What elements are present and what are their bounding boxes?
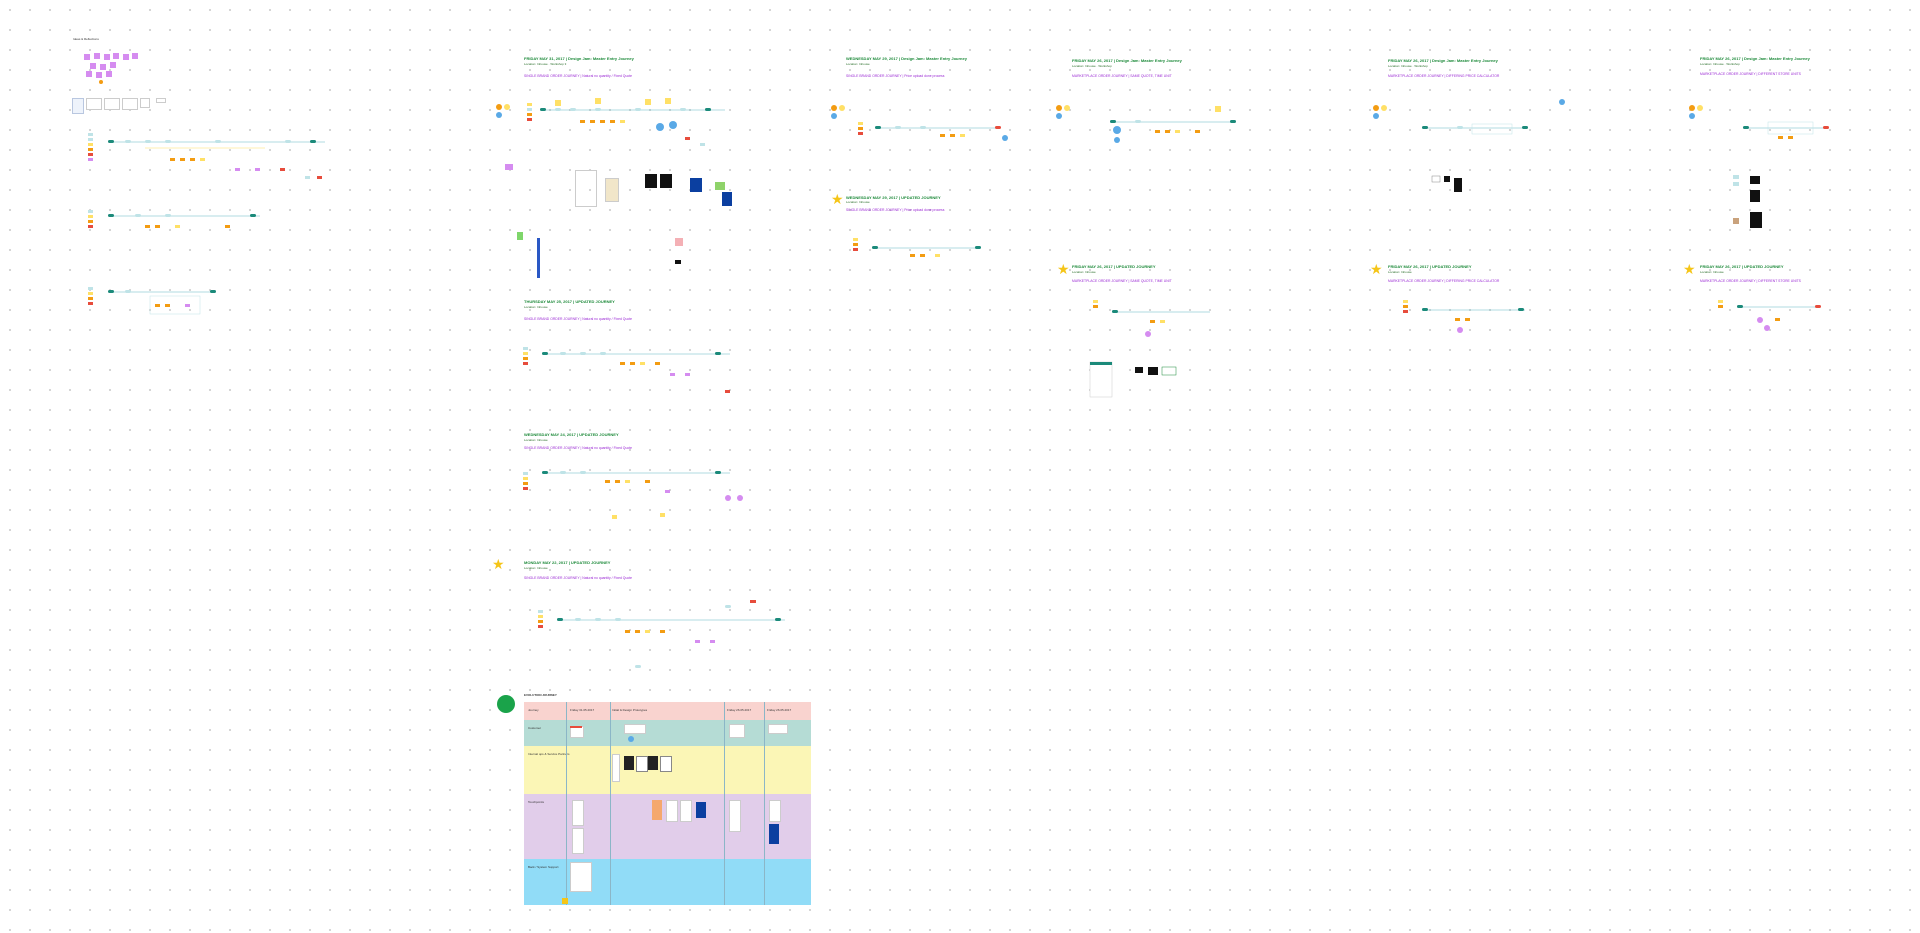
board-12-journey[interactable] [1715,292,1825,342]
evolution-badge-icon [497,695,515,713]
board-4-purple: MARKETPLACE ORDER JOURNEY | DIFFERING PR… [1388,74,1500,78]
favorite-star-icon-3[interactable]: ★ [1057,261,1070,277]
board-4-title: FRIDAY MAY 26, 2017 | Design Jam: Master… [1388,58,1498,63]
board-1-sub: Location: Inhouse · Workshop 3 [524,62,567,66]
board-11-title: FRIDAY MAY 26, 2017 | UPDATED JOURNEY [1388,264,1472,269]
board-4-journey[interactable] [1372,99,1572,195]
board-9-sub: Location: Inhouse [846,200,870,204]
board-10-purple: MARKETPLACE ORDER JOURNEY | SAME QUOTE, … [1072,279,1172,283]
board-6-title: THURSDAY MAY 25, 2017 | UPDATED JOURNEY [524,299,615,304]
col-3: Friday 26.05.2017 [727,708,752,712]
board-2-title: WEDNESDAY MAY 29, 2017 | Design Jam: Mas… [846,56,967,61]
board-8-purple: SINGLE BRAND ORDER JOURNEY | Natural no … [524,576,633,580]
board-7-sub: Location: Inhouse [524,438,548,442]
board-9-journey[interactable] [850,228,990,278]
board-3-title: FRIDAY MAY 26, 2017 | Design Jam: Master… [1072,58,1182,63]
col-journey: Journey [528,708,539,712]
lane-touchpoints-label: Touchpoints [528,800,545,804]
board-7-purple: SINGLE BRAND ORDER JOURNEY | Natural no … [524,446,633,450]
evolution-board[interactable]: Journey Friday 31.05.2017 Initial & Desi… [524,702,811,905]
board-7-title: WEDNESDAY MAY 24, 2017 | UPDATED JOURNEY [524,432,619,437]
board-5-purple: MARKETPLACE ORDER JOURNEY | DIFFERENT ST… [1700,72,1801,76]
board-8-journey[interactable] [535,595,795,685]
board-10-sub: Location: Inhouse [1072,270,1096,274]
board-3-journey[interactable] [1055,100,1255,150]
board-3-sub: Location: Inhouse · Workshop [1072,64,1112,68]
left-flow-3[interactable] [85,282,235,332]
board-7-journey[interactable] [520,460,750,530]
purple-sticky-cluster[interactable] [80,50,140,85]
board-6-journey[interactable] [520,335,740,400]
board-1-title: FRIDAY MAY 31, 2017 | Design Jam: Master… [524,56,634,61]
col-1: Friday 31.05.2017 [570,708,595,712]
favorite-star-icon-4[interactable]: ★ [1370,261,1383,277]
board-12-sub: Location: Inhouse [1700,270,1724,274]
board-5-sub: Location: Inhouse · Workshop [1700,62,1740,66]
lane-backsupport-label: Back / System Support [528,865,559,869]
board-2-journey[interactable] [830,98,1010,153]
lane-customer-label: Customer [528,726,542,730]
evolution-header-row: Journey Friday 31.05.2017 Initial & Desi… [524,702,811,720]
left-flow-1[interactable] [85,128,345,188]
ideas-title: Ideas & Reflections [73,37,99,41]
evolution-title: EVOLUTION JOURNEY [524,693,557,697]
board-4-sub: Location: Inhouse · Workshop [1388,64,1428,68]
favorite-star-icon-5[interactable]: ★ [1683,261,1696,277]
board-2-sub: Location: Inhouse [846,62,870,66]
board-8-sub: Location: Inhouse [524,566,548,570]
board-2-purple: SINGLE BRAND ORDER JOURNEY | Price uploa… [846,74,945,78]
col-2: Initial & Design Prototypes [612,708,648,712]
board-5-title: FRIDAY MAY 26, 2017 | Design Jam: Master… [1700,56,1810,61]
lane-internal-label: Internal ops & Service Partners [528,752,570,756]
board-1-purple: SINGLE BRAND ORDER JOURNEY | Natural no … [524,74,633,78]
board-10-title: FRIDAY MAY 26, 2017 | UPDATED JOURNEY [1072,264,1156,269]
board-11-purple: MARKETPLACE ORDER JOURNEY | DIFFERING PR… [1388,279,1500,283]
col-4: Friday 26.05.2017 [767,708,792,712]
board-6-sub: Location: Inhouse [524,305,548,309]
board-6-purple: SINGLE BRAND ORDER JOURNEY | Natural no … [524,317,633,321]
small-notes-cluster[interactable] [72,96,167,116]
left-flow-2[interactable] [85,205,285,245]
board-10-journey[interactable] [1089,292,1220,402]
board-9-purple: SINGLE BRAND ORDER JOURNEY | Price uploa… [846,208,945,212]
board-1-journey[interactable] [495,95,735,155]
board-11-journey[interactable] [1400,292,1530,342]
board-12-purple: MARKETPLACE ORDER JOURNEY | DIFFERENT ST… [1700,279,1801,283]
favorite-star-icon-2[interactable]: ★ [831,191,844,207]
board-8-title: MONDAY MAY 22, 2017 | UPDATED JOURNEY [524,560,611,565]
board-9-title: WEDNESDAY MAY 29, 2017 | UPDATED JOURNEY [846,195,941,200]
board-12-title: FRIDAY MAY 26, 2017 | UPDATED JOURNEY [1700,264,1784,269]
board-5-journey[interactable] [1688,100,1838,240]
board-1-prototypes[interactable] [505,160,745,280]
board-11-sub: Location: Inhouse [1388,270,1412,274]
favorite-star-icon[interactable]: ★ [492,556,505,572]
board-3-purple: MARKETPLACE ORDER JOURNEY | SAME QUOTE, … [1072,74,1172,78]
